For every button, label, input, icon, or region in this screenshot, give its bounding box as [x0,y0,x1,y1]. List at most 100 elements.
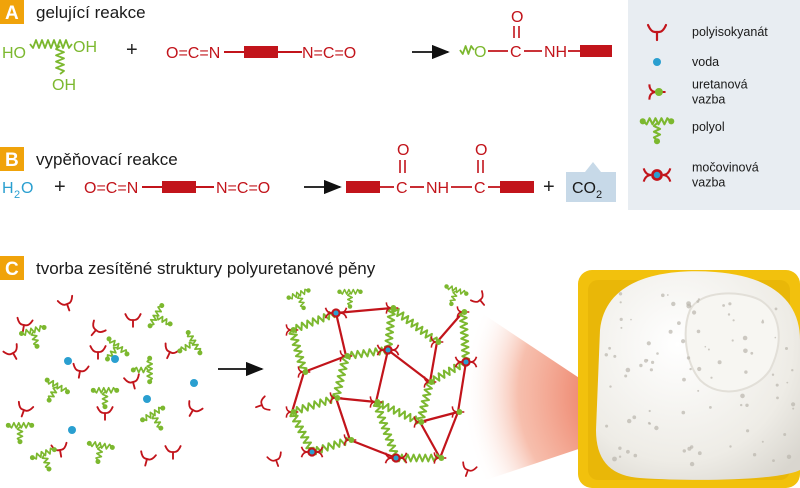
isocyanate-icon [470,290,485,306]
foam-pore [619,301,622,304]
urea-c2: C [474,180,486,197]
urethane-bond-icon [369,396,383,408]
urethane-bond-icon [285,324,299,336]
foam-pore [704,345,707,348]
isocyanate-core-a [244,46,278,58]
foam-pore [681,339,686,344]
foam-pore [646,359,649,362]
polyol-icon [29,447,57,472]
urethane-bond-icon [648,84,666,100]
polyol-chain [47,379,68,393]
polyol-chain [106,346,118,359]
foam-pore [791,369,794,372]
water-icon [64,357,72,365]
urethane-bond-icon [433,452,447,464]
foam-pore [785,347,788,350]
section-b-badge-box [0,147,24,171]
isocyanate-right-b: N=C=O [216,180,270,197]
isocyanate-link [334,397,352,441]
foam-pore [744,370,748,374]
foam-pore [771,373,775,376]
foam-pore [625,367,631,373]
foam-pore [613,354,617,358]
foam-pore [750,351,754,355]
foam-pore [651,360,655,364]
urethane-bond-icon [385,302,399,314]
isocyanate-icon [255,395,271,411]
isocyanate-link [419,421,441,459]
isocyanate-left-b: O=C=N [84,180,138,197]
urea-c1: C [396,180,408,197]
polyol-chain [149,305,163,326]
plus-b1: + [54,176,66,198]
polyol-chain [8,421,32,429]
water-icon [143,395,151,403]
polyol-chain [16,426,24,442]
polyol-icon [5,421,35,445]
polyol-icon [86,440,115,465]
isocyanate-link [428,341,439,383]
foam-pore [732,319,735,322]
water-icon [190,379,198,387]
polyol-chain [375,400,421,425]
isocyanate-core-b [162,181,196,193]
foam-pore [612,456,617,462]
polyol-chain [289,411,315,453]
product-o-top: O [511,9,523,26]
isocyanate-link [436,311,464,343]
polyol-icon [130,355,154,385]
isocyanate-icon [123,373,140,390]
foam-pore [772,459,775,462]
legend-label: polyol [692,120,725,134]
urea-o1: O [397,142,409,159]
urea-bond-icon [642,168,672,182]
section-c: C tvorba zesítěné struktury polyuretanov… [0,256,800,488]
foam-pore [792,407,795,410]
urea-nh: NH [426,180,449,197]
polyol-chain [186,332,202,353]
foam-pore [761,440,764,443]
section-a-badge: A [5,3,19,24]
foam-pore [786,454,792,459]
polyol-chain [642,117,672,126]
foam-pore [783,433,787,436]
isocyanate-icon [646,23,668,42]
foam-pore [608,346,611,350]
product-core-a [580,45,612,57]
polyol-chain [339,288,361,295]
water-h: H [2,180,14,197]
foam-pore [689,367,692,371]
polyol-chain [296,295,305,308]
isocyanate-link [438,411,460,459]
foam-pore [633,453,638,458]
foam-pore [743,348,748,354]
polyol-chain [156,315,170,326]
foam-pore [686,356,691,360]
urea-bond-icon [454,356,478,368]
urethane-bond-icon [423,376,437,388]
isocyanate-link [349,438,397,460]
plus-b2: + [543,176,555,198]
foam-pore [761,320,765,324]
polyol-chain [95,446,104,462]
legend-label: uretanová [692,78,748,92]
foam-pore [681,410,686,415]
foam-pore [682,377,686,382]
polyol-chain [133,366,149,374]
foam-pore [661,293,665,298]
foam-pore [618,292,623,296]
polyol-ho-left: HO [2,45,26,62]
urethane-bond-icon [297,366,311,378]
foam-pore [692,310,697,315]
polyol-icon [104,336,130,362]
isocyanate-icon [462,461,478,477]
diisocyanate-b: O=C=N N=C=O [84,180,270,197]
isocyanate-icon [188,400,204,417]
foam-pore [774,307,778,311]
polyol-chain [291,311,337,334]
reactant-mixture [2,294,204,472]
foam-pore [682,449,686,453]
polyol-chain [391,307,438,343]
